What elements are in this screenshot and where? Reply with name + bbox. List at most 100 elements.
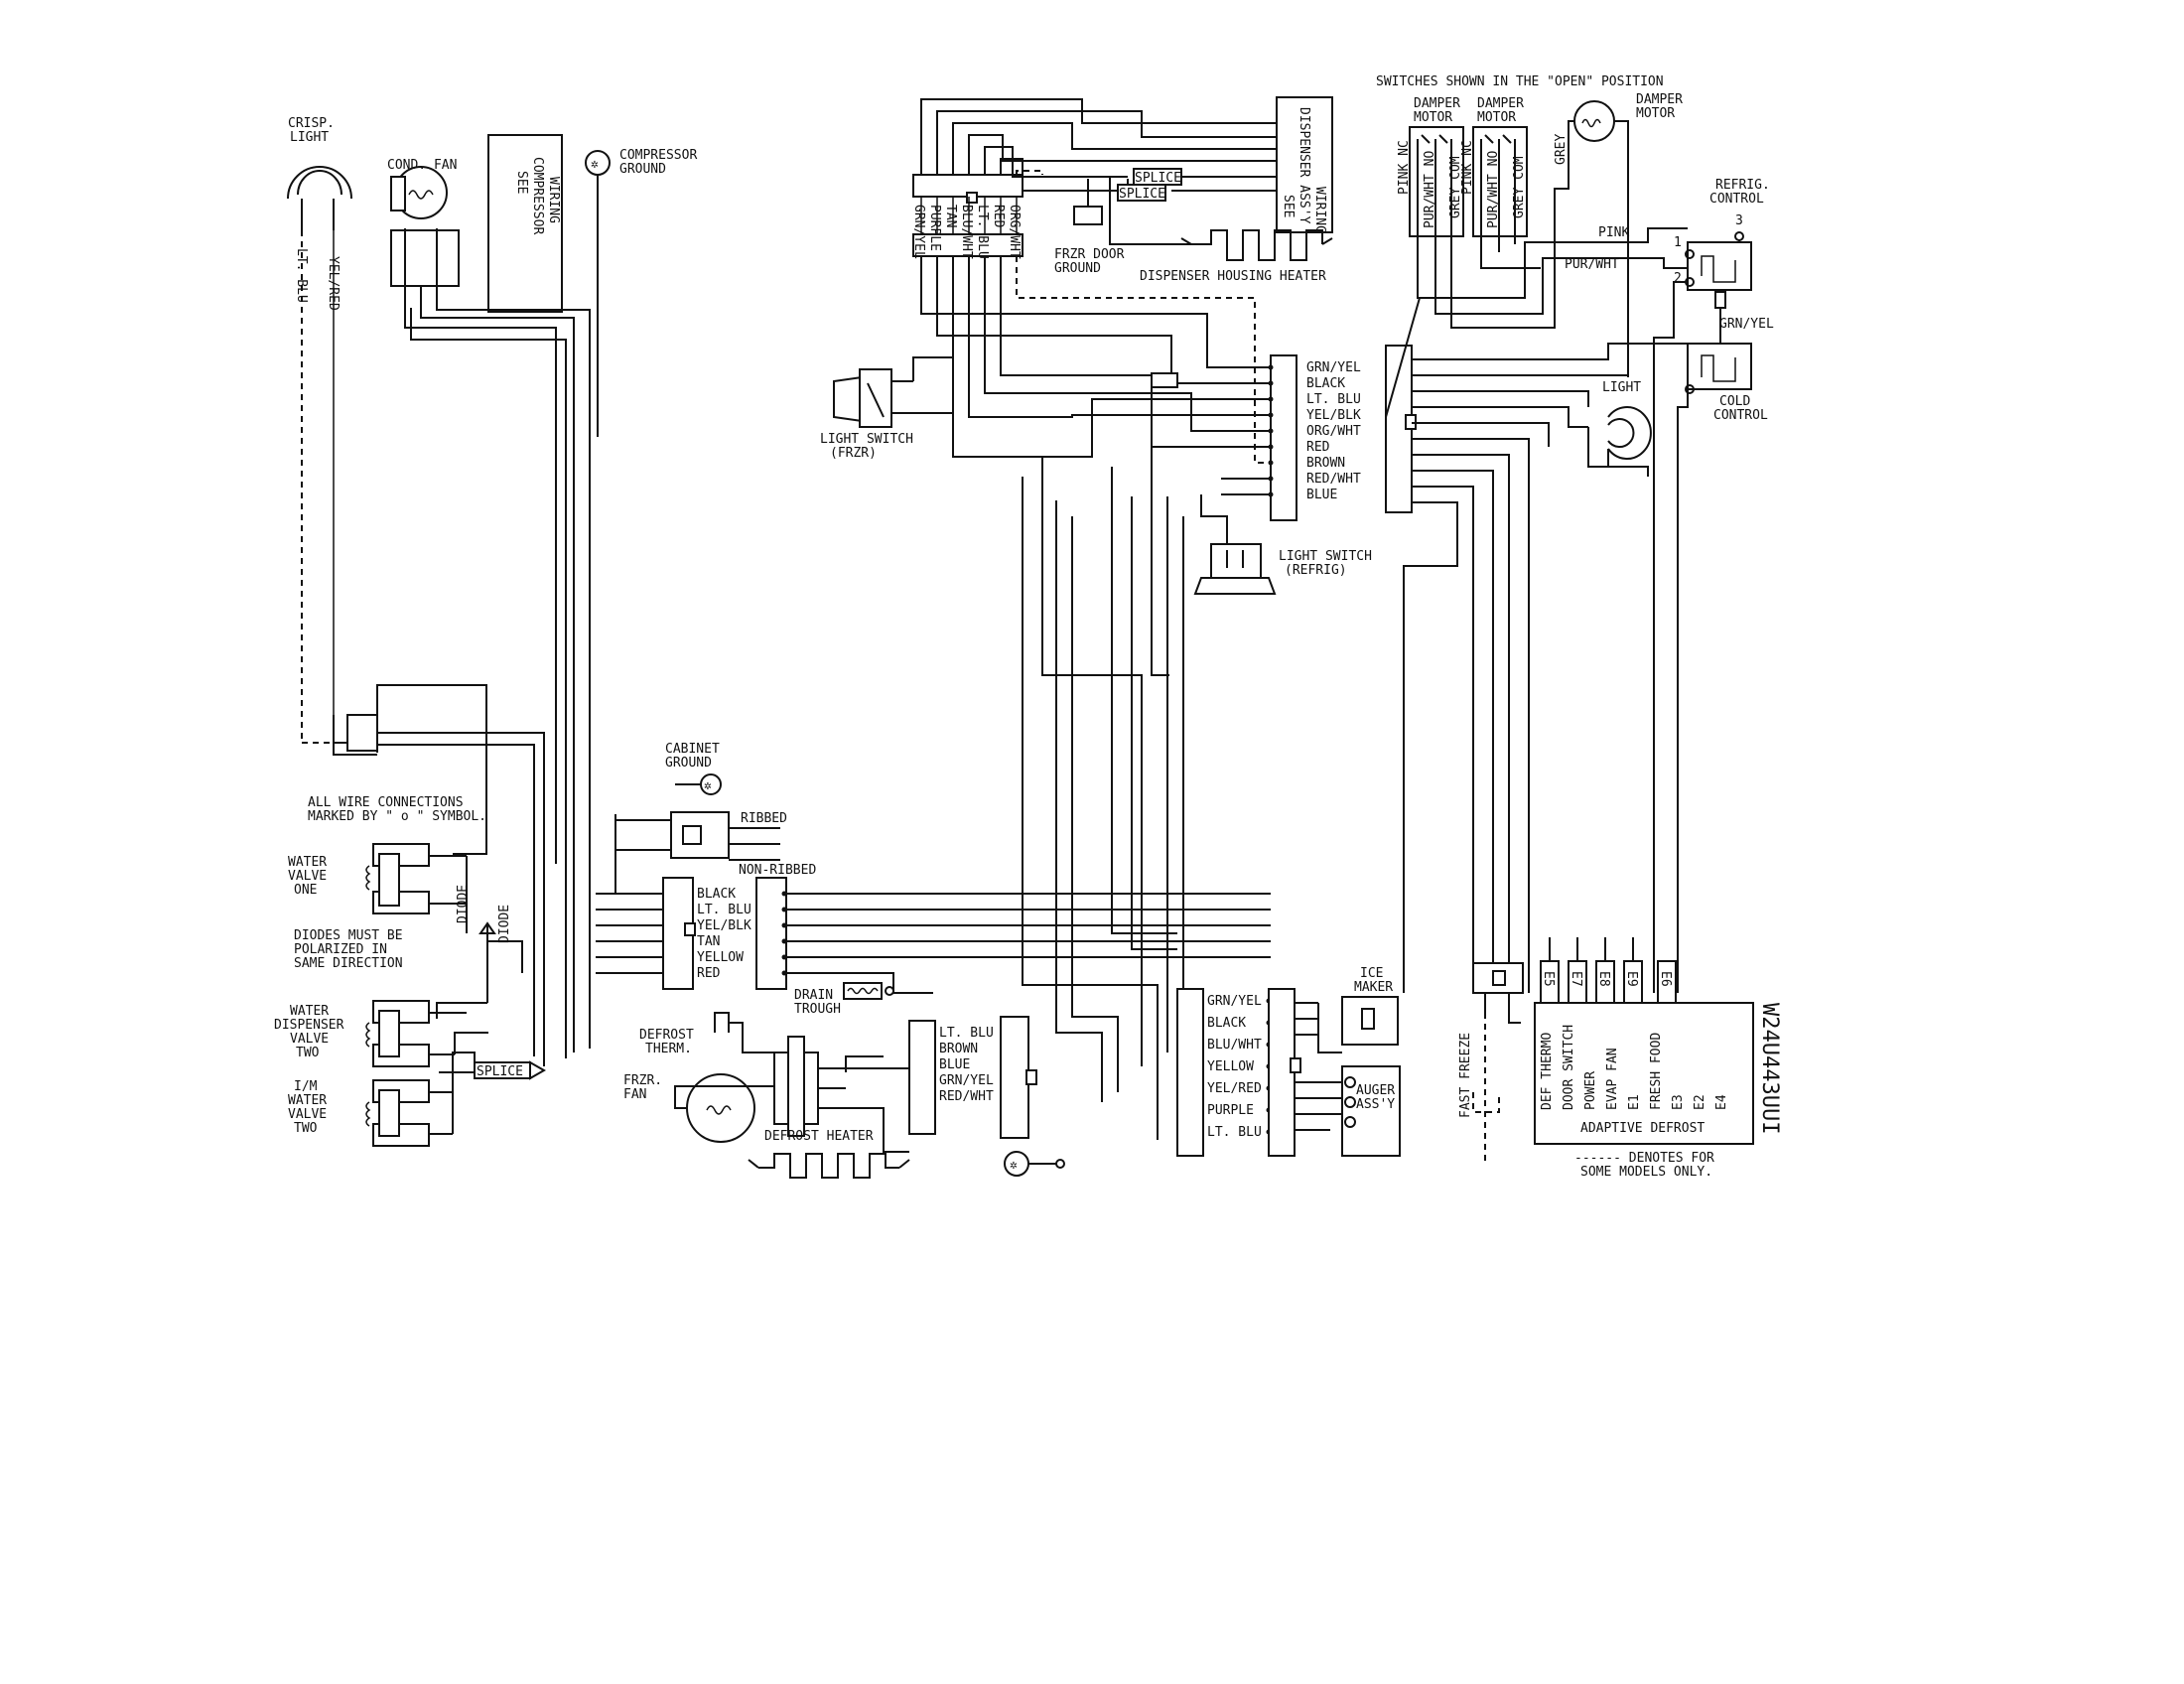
left-conn-wire-terminal-0 — [781, 891, 787, 897]
pink-label: PINK — [1598, 225, 1629, 240]
lower-conn-wire-4: RED/WHT — [939, 1089, 994, 1104]
right-upper-wires: PINK PUR/WHT — [1417, 225, 1688, 329]
board-function-3: EVAP FAN — [1605, 1048, 1620, 1110]
left-conn-wire-5: RED — [697, 966, 721, 981]
right-connector — [1385, 297, 1688, 993]
part-number: W24U443UUI — [1757, 1003, 1782, 1134]
ground-icon: ✲ — [591, 157, 599, 172]
board-terminal-3: E9 — [1624, 971, 1639, 987]
defrost-therm-1: DEFROST — [639, 1028, 694, 1043]
crisp-light-label-2: LIGHT — [290, 130, 329, 145]
fast-freeze-switch: FAST FREEZE — [1458, 962, 1524, 1162]
light-switch-frzr: LIGHT SWITCH (FRZR) — [820, 356, 953, 461]
frzr-fan-2: FAN — [623, 1087, 646, 1102]
auger-assy: AUGER ASS'Y — [1341, 1065, 1401, 1157]
mid-conn-wire-terminal-2 — [1268, 396, 1274, 402]
left-conn-wire-4: YELLOW — [697, 950, 744, 965]
cond-fan-label: COND. FAN — [387, 158, 457, 173]
non-ribbed-label: NON-RIBBED — [739, 863, 816, 878]
board-function-4: E1 — [1627, 1094, 1642, 1110]
heater-connector: RIBBED NON-RIBBED — [615, 811, 816, 878]
lower-ground: ✲ — [1004, 1151, 1065, 1177]
board-function-7: E2 — [1693, 1094, 1707, 1110]
denotes-note-1: ------ DENOTES FOR — [1574, 1151, 1714, 1166]
left-conn-wire-terminal-1 — [781, 907, 787, 912]
refrig-control-2: CONTROL — [1709, 192, 1764, 207]
board-function-6: E3 — [1671, 1094, 1686, 1110]
damper-motor-1-label-2: MOTOR — [1414, 110, 1452, 125]
board-function-8: E4 — [1714, 1094, 1729, 1110]
frzr-fan-1: FRZR. — [623, 1073, 662, 1088]
mid-conn-wire-6: BROWN — [1306, 456, 1345, 471]
damper-1-pink-nc: PINK NC — [1397, 140, 1412, 195]
diodes: DIODE DIODE — [436, 885, 523, 1019]
splice-left: SPLICE — [439, 1060, 547, 1080]
left-conn-wire-2: YEL/BLK — [697, 918, 751, 933]
mid-conn-wire-2: LT. BLU — [1306, 392, 1361, 407]
crisper-light: CRISP. LIGHT — [287, 116, 352, 230]
im-valve-4: TWO — [294, 1121, 318, 1136]
compressor-ground: ✲ COMPRESSOR GROUND — [585, 148, 697, 256]
see-compressor-3: WIRING — [546, 177, 561, 223]
damper-1-pur-wht-no: PUR/WHT NO — [1423, 151, 1437, 228]
board-function-1: DOOR SWITCH — [1562, 1025, 1576, 1110]
see-compressor-1: SEE — [514, 171, 529, 194]
ice-conn-wire-5: PURPLE — [1207, 1103, 1254, 1118]
see-dispenser-3: WIRING — [1312, 187, 1327, 233]
board-terminal-connector-e6 — [1657, 960, 1677, 1004]
center-horizontals — [786, 366, 1271, 994]
board-terminal-0: E5 — [1541, 971, 1556, 987]
cabinet-ground: CABINET GROUND ✲ — [665, 742, 722, 795]
refrig-control: REFRIG. CONTROL 1 2 3 GRN/YEL — [1674, 178, 1774, 344]
ice-conn-wire-4: YEL/RED — [1207, 1081, 1262, 1096]
all-wire-note-2: MARKED BY " o " SYMBOL. — [308, 809, 486, 824]
frzr-door-ground-1: FRZR DOOR — [1054, 247, 1125, 262]
wd-valve-1: WATER — [290, 1004, 329, 1019]
dispenser-assy-box: SEE DISPENSER ASS'Y WIRING — [1276, 96, 1333, 233]
lt-blu-left-label: LT. BLU — [294, 248, 309, 303]
top-conn-wire-3: BLU/WHT — [959, 205, 974, 259]
top-conn-wire-2: TAN — [943, 205, 958, 227]
wd-valve-2: DISPENSER — [274, 1018, 344, 1033]
splice-top-2: SPLICE — [1117, 184, 1166, 202]
top-conn-wire-1: PURPLE — [927, 205, 942, 251]
damper-motor-2: DAMPER MOTOR PINK NC PUR/WHT NO GREY COM — [1460, 96, 1528, 237]
icemaker-connector: GRN/YELBLACKBLU/WHTYELLOWYEL/REDPURPLELT… — [1176, 988, 1342, 1157]
lower-conn-wire-0: LT. BLU — [939, 1026, 994, 1041]
ice-maker: ICE MAKER — [1317, 966, 1399, 1053]
board-function-0: DEF THERMO — [1540, 1033, 1555, 1110]
compressor-ground-1: COMPRESSOR — [619, 148, 697, 163]
splice-top-1: SPLICE — [1133, 168, 1182, 186]
mid-conn-wire-terminal-1 — [1268, 380, 1274, 386]
diodes-note-2: POLARIZED IN — [294, 942, 387, 957]
terminal-3: 3 — [1735, 213, 1743, 228]
see-dispenser-1: SEE — [1281, 195, 1296, 217]
ice-conn-wire-3: YELLOW — [1207, 1059, 1254, 1074]
ice-conn-wire-0: GRN/YEL — [1207, 994, 1262, 1009]
damper-2-grey-com: GREY COM — [1512, 156, 1527, 218]
damper-motor-2-label-2: MOTOR — [1477, 110, 1516, 125]
board-terminal-e6: E6 — [1658, 971, 1673, 987]
left-conn-wire-terminal-4 — [781, 954, 787, 960]
dispenser-housing-heater: DISPENSER HOUSING HEATER — [1140, 229, 1333, 284]
mid-conn-wire-terminal-6 — [1268, 460, 1274, 466]
diodes-note-3: SAME DIRECTION — [294, 956, 403, 971]
auger-assy-2: ASS'Y — [1356, 1097, 1395, 1112]
center-long-wires — [1022, 387, 1184, 1140]
diode-label-1: DIODE — [456, 885, 471, 923]
drain-trough: DRAIN TROUGH — [794, 982, 894, 1017]
drain-trough-1: DRAIN — [794, 988, 833, 1003]
light-label: LIGHT — [1602, 380, 1641, 395]
refrig-light: LIGHT — [1587, 380, 1652, 477]
damper-2-pur-wht-no: PUR/WHT NO — [1486, 151, 1501, 228]
damper-motor-3: DAMPER MOTOR GREY — [1554, 92, 1683, 377]
damper-1-grey-com: GREY COM — [1448, 156, 1463, 218]
yel-red-left-label: YEL/RED — [326, 256, 341, 311]
adaptive-defrost-label: ADAPTIVE DEFROST — [1580, 1121, 1705, 1136]
compressor-ground-2: GROUND — [619, 162, 666, 177]
